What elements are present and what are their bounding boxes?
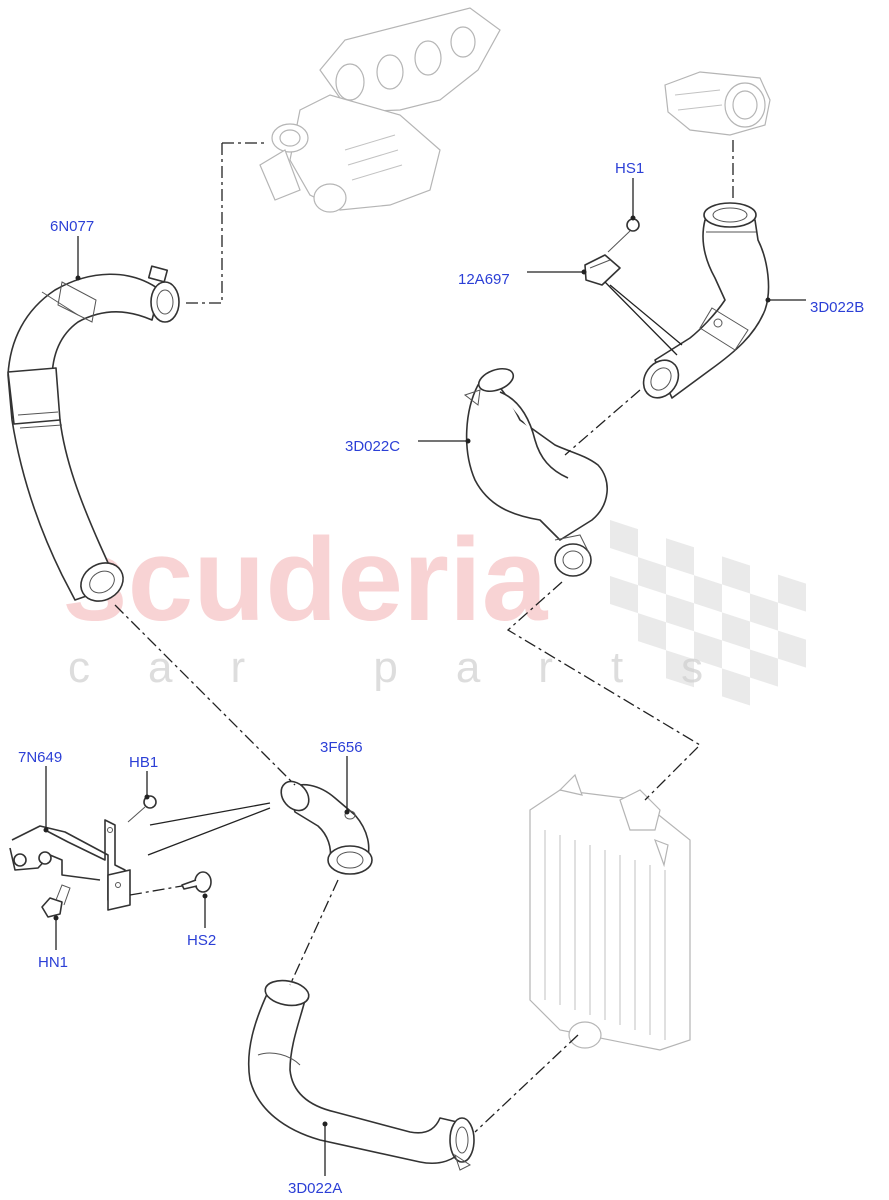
part-12A697-sensor[interactable] [584,254,621,286]
label-HN1[interactable]: HN1 [38,954,68,971]
label-12A697[interactable]: 12A697 [458,271,510,288]
turbocharger-illustration [259,7,501,213]
watermark-tagline: car parts [68,643,761,692]
part-3D022B-hose[interactable] [636,202,770,405]
part-labels: 6N077 HS1 12A697 3D022B 3D022C 7N649 HB1… [18,160,864,1197]
label-HS2[interactable]: HS2 [187,932,216,949]
label-HS1[interactable]: HS1 [615,160,644,177]
part-HN1-nut[interactable] [41,884,71,918]
label-7N649[interactable]: 7N649 [18,749,62,766]
label-3D022B[interactable]: 3D022B [810,299,864,316]
part-6N077-hose[interactable] [7,265,180,608]
part-HS2-screw[interactable] [181,871,212,893]
label-6N077[interactable]: 6N077 [50,218,94,235]
leader-lines [43,178,806,1176]
label-3F656[interactable]: 3F656 [320,739,363,756]
assembly-lines [114,140,734,1133]
watermark: scuderia car parts [62,514,806,706]
intercooler-illustration [529,773,691,1051]
label-3D022A[interactable]: 3D022A [288,1180,342,1197]
part-3D022C-hose[interactable] [463,364,608,577]
label-HB1[interactable]: HB1 [129,754,158,771]
watermark-checker-flag [610,520,806,706]
throttle-body-illustration [664,71,771,136]
part-3F656-pipe[interactable] [276,776,373,875]
part-3D022A-hose[interactable] [247,977,475,1171]
label-3D022C[interactable]: 3D022C [345,438,400,455]
part-7N649-bracket[interactable] [9,819,131,911]
part-HB1-bolt[interactable] [127,795,157,823]
watermark-brand: scuderia [62,514,549,646]
part-HS1-screw[interactable] [607,218,640,253]
